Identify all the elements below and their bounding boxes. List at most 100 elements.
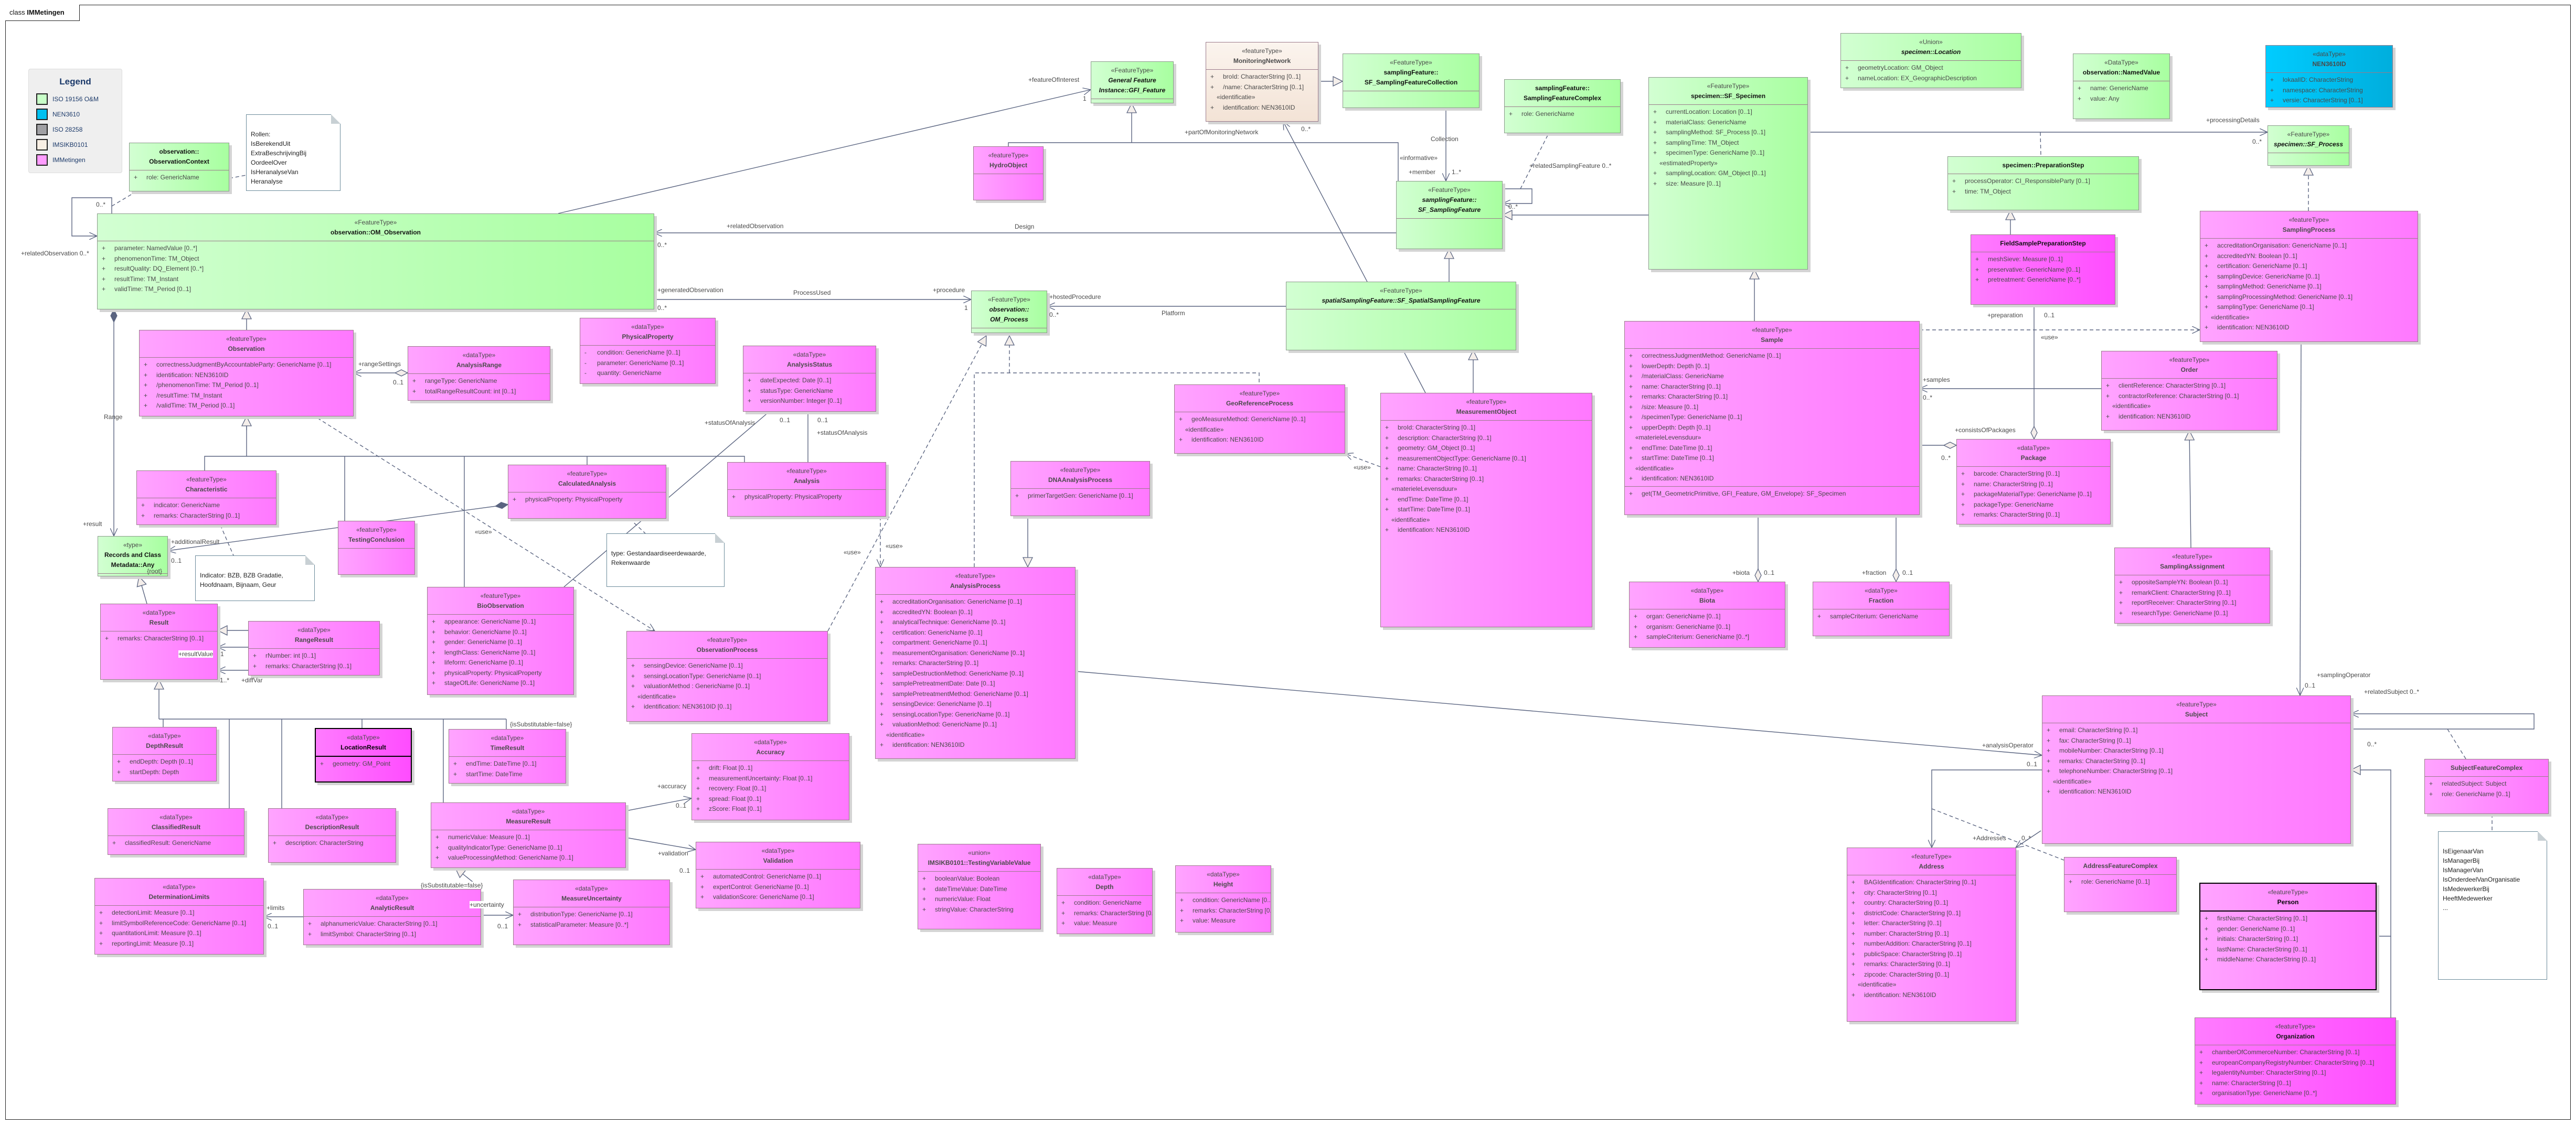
class-attribute[interactable]: +sensingLocationType: GenericName [0..1] xyxy=(876,710,1075,720)
class-person[interactable]: «featureType»Person+firstName: Character… xyxy=(2199,883,2377,990)
class-attribute[interactable]: +organ: GenericName [0..1] xyxy=(1630,612,1785,622)
class-attribute[interactable]: +measurementOrganisation: GenericName [0… xyxy=(876,648,1075,659)
class-attribute[interactable]: +statusType: GenericName xyxy=(743,386,876,397)
class-attribute[interactable]: +statisticalParameter: Measure [0..*] xyxy=(514,920,669,930)
class-attribute[interactable]: +expertControl: GenericName [0..1] xyxy=(696,882,860,893)
class-attribute[interactable]: +dateTimeValue: DateTime xyxy=(918,884,1040,895)
class-attribute[interactable]: +remarks: CharacterString [0..1] xyxy=(1625,392,1919,402)
class-measurement-object[interactable]: «featureType»MeasurementObject+broId: Ch… xyxy=(1380,393,1592,627)
class-attribute[interactable]: +remarks: CharacterString [0..1] xyxy=(2042,756,2350,767)
class-observation-process[interactable]: «featureType»ObservationProcess+sensingD… xyxy=(626,631,828,722)
class-attribute[interactable]: +endDepth: Depth [0..1] xyxy=(113,757,216,767)
class-attribute[interactable]: +remarks: CharacterString [0..1] xyxy=(1381,474,1592,485)
class-attribute[interactable]: +zipcode: CharacterString [0..1] xyxy=(1847,970,2016,980)
class-attribute[interactable]: +value: Any xyxy=(2073,94,2169,104)
class-attribute[interactable]: +pretreatment: GenericName [0..*] xyxy=(1971,275,2115,285)
class-attribute[interactable]: +samplingProcessingMethod: GenericName [… xyxy=(2200,292,2418,303)
class-attribute[interactable]: +identification: NEN3610ID xyxy=(1206,103,1318,113)
class-attribute[interactable]: +relatedSubject: Subject xyxy=(2425,779,2548,789)
class-testing-conclusion[interactable]: «featureType»TestingConclusion xyxy=(338,521,415,575)
class-attribute[interactable]: +samplingLocation: GM_Object [0..1] xyxy=(1649,168,1807,179)
class-depth-result[interactable]: «dataType»DepthResult+endDepth: Depth [0… xyxy=(112,727,217,781)
class-bio-observation[interactable]: «featureType»BioObservation+appearance: … xyxy=(427,587,574,695)
class-attribute[interactable]: +compartment: GenericName [0..1] xyxy=(876,638,1075,648)
class-attribute[interactable]: +/specimenType: GenericName [0..1] xyxy=(1625,412,1919,423)
class-attribute[interactable]: +city: CharacterString [0..1] xyxy=(1847,888,2016,898)
class-attribute[interactable]: +lifeform: GenericName [0..1] xyxy=(428,658,573,668)
class-analytic-result[interactable]: «dataType»AnalyticResult+alphanumericVal… xyxy=(303,889,481,945)
class-attribute[interactable]: +samplingTime: TM_Object xyxy=(1649,138,1807,148)
class-attribute[interactable]: +mobileNumber: CharacterString [0..1] xyxy=(2042,746,2350,756)
class-attribute[interactable]: +lengthClass: GenericName [0..1] xyxy=(428,648,573,658)
class-sf-specimen[interactable]: «FeatureType»specimen::SF_Specimen+curre… xyxy=(1648,77,1808,270)
class-attribute[interactable]: +versie: CharacterString [0..1] xyxy=(2266,95,2392,106)
class-attribute[interactable]: +startDepth: Depth xyxy=(113,767,216,778)
class-attribute[interactable]: +nameLocation: EX_GeographicDescription xyxy=(1841,73,2021,84)
class-attribute[interactable]: +geometry: GM_Object [0..1] xyxy=(1381,443,1592,454)
class-attribute[interactable]: +geoMeasureMethod: GenericName [0..1] xyxy=(1175,414,1345,425)
class-attribute[interactable]: +physicalProperty: PhysicalProperty xyxy=(508,495,666,505)
class-determination-limits[interactable]: «dataType»DeterminationLimits+detectionL… xyxy=(94,878,264,955)
class-observation[interactable]: «featureType»Observation+correctnessJudg… xyxy=(139,330,354,416)
class-attribute[interactable]: +reportReceiver: CharacterString [0..1] xyxy=(2115,598,2270,608)
class-attribute[interactable]: +name: CharacterString [0..1] xyxy=(1957,479,2110,490)
class-result[interactable]: «dataType»Result+remarks: CharacterStrin… xyxy=(100,604,218,680)
class-analysis-status[interactable]: «dataType»AnalysisStatus+dateExpected: D… xyxy=(743,346,876,412)
class-attribute[interactable]: +accreditationOrganisation: GenericName … xyxy=(876,597,1075,607)
class-attribute[interactable]: +booleanValue: Boolean xyxy=(918,874,1040,884)
class-attribute[interactable]: +clientReference: CharacterString [0..1] xyxy=(2102,381,2277,391)
class-sf-complex[interactable]: samplingFeature:: SamplingFeatureComplex… xyxy=(1504,79,1621,133)
class-attribute[interactable]: +correctnessJudgmentByAccountableParty: … xyxy=(140,360,353,370)
class-attribute[interactable]: +telephoneNumber: CharacterString [0..1] xyxy=(2042,766,2350,777)
class-attribute[interactable]: +remarks: CharacterString [0..1] xyxy=(137,511,276,521)
class-sample[interactable]: «featureType»Sample+correctnessJudgmentM… xyxy=(1624,321,1920,515)
class-attribute[interactable]: +materialClass: GenericName xyxy=(1649,117,1807,128)
class-attribute[interactable]: +detectionLimit: Measure [0..1] xyxy=(95,908,263,918)
class-attribute[interactable]: +quantitationLimit: Measure [0..1] xyxy=(95,928,263,939)
class-attribute[interactable]: +accreditedYN: Boolean [0..1] xyxy=(2200,251,2418,262)
class-attribute[interactable]: +parameter: NamedValue [0..*] xyxy=(98,243,654,254)
class-attribute[interactable]: +geometry: GM_Point xyxy=(316,759,411,769)
class-attribute[interactable]: +identification: NEN3610ID xyxy=(140,370,353,381)
class-attribute[interactable]: +email: CharacterString [0..1] xyxy=(2042,725,2350,736)
class-attribute[interactable]: +measurementUncertainty: Float [0..1] xyxy=(692,774,849,784)
class-attribute[interactable]: +BAGIdentification: CharacterString [0..… xyxy=(1847,877,2016,888)
class-attribute[interactable]: +rNumber: int [0..1] xyxy=(249,651,379,661)
class-attribute[interactable]: +role: GenericName xyxy=(130,173,229,183)
class-attribute[interactable]: +accreditedYN: Boolean [0..1] xyxy=(876,607,1075,618)
class-attribute[interactable]: +identification: NEN3610ID xyxy=(1175,435,1345,445)
class-attribute[interactable]: +appearance: GenericName [0..1] xyxy=(428,617,573,627)
class-attribute[interactable]: +value: Measure xyxy=(1057,918,1152,929)
class-height[interactable]: «dataType»Height+condition: GenericName … xyxy=(1175,865,1271,933)
class-attribute[interactable]: +description: CharacterString xyxy=(269,838,396,849)
class-attribute[interactable]: +drift: Float [0..1] xyxy=(692,763,849,774)
class-any[interactable]: «type»Records and Class Metadata::Any{ro… xyxy=(98,536,168,576)
class-om-process[interactable]: «FeatureType»observation:: OM_Process xyxy=(971,291,1047,333)
class-attribute[interactable]: +qualityIndicatorType: GenericName [0..1… xyxy=(431,843,625,853)
class-named-value[interactable]: «DataType»observation::NamedValue+name: … xyxy=(2073,53,2170,119)
class-attribute[interactable]: -parameter: GenericName [0..1] xyxy=(580,358,715,369)
class-attribute[interactable]: +classifiedResult: GenericName xyxy=(108,838,244,849)
class-sf-process[interactable]: «FeatureType»specimen::SF_Process xyxy=(2268,125,2349,166)
class-location[interactable]: «Union»specimen::Location+geometryLocati… xyxy=(1840,33,2021,88)
class-attribute[interactable]: +fax: CharacterString [0..1] xyxy=(2042,736,2350,746)
class-attribute[interactable]: +identification: NEN3610ID xyxy=(1625,474,1919,484)
class-attribute[interactable]: +physicalProperty: PhysicalProperty xyxy=(428,668,573,679)
class-attribute[interactable]: +numericValue: Measure [0..1] xyxy=(431,832,625,843)
class-address[interactable]: «featureType»Address+BAGIdentification: … xyxy=(1847,848,2016,1022)
class-attribute[interactable]: +firstName: CharacterString [0..1] xyxy=(2200,914,2376,924)
class-attribute[interactable]: +identification: NEN3610ID xyxy=(2102,412,2277,422)
class-testing-variable-value[interactable]: «union»IMSIKB0101::TestingVariableValue+… xyxy=(918,844,1041,929)
class-attribute[interactable]: +publicSpace: CharacterString [0..1] xyxy=(1847,949,2016,960)
class-attribute[interactable]: +/name: CharacterString [0..1] xyxy=(1206,82,1318,93)
class-attribute[interactable]: +/phenomenonTime: TM_Period [0..1] xyxy=(140,380,353,391)
class-biota[interactable]: «dataType»Biota+organ: GenericName [0..1… xyxy=(1629,582,1785,648)
class-attribute[interactable]: +physicalProperty: PhysicalProperty xyxy=(728,492,886,502)
class-attribute[interactable]: +packageType: GenericName xyxy=(1957,500,2110,510)
class-attribute[interactable]: +valuationMethod : GenericName [0..1] xyxy=(627,681,827,692)
class-attribute[interactable]: +lowerDepth: Depth [0..1] xyxy=(1625,361,1919,372)
class-attribute[interactable]: +role: GenericName [0..1] xyxy=(2064,877,2176,887)
class-attribute[interactable]: +organisationType: GenericName [0..*] xyxy=(2195,1088,2396,1099)
class-attribute[interactable]: +remarks: CharacterString [0..1] xyxy=(876,658,1075,669)
class-attribute[interactable]: +lokaalID: CharacterString xyxy=(2266,75,2392,85)
